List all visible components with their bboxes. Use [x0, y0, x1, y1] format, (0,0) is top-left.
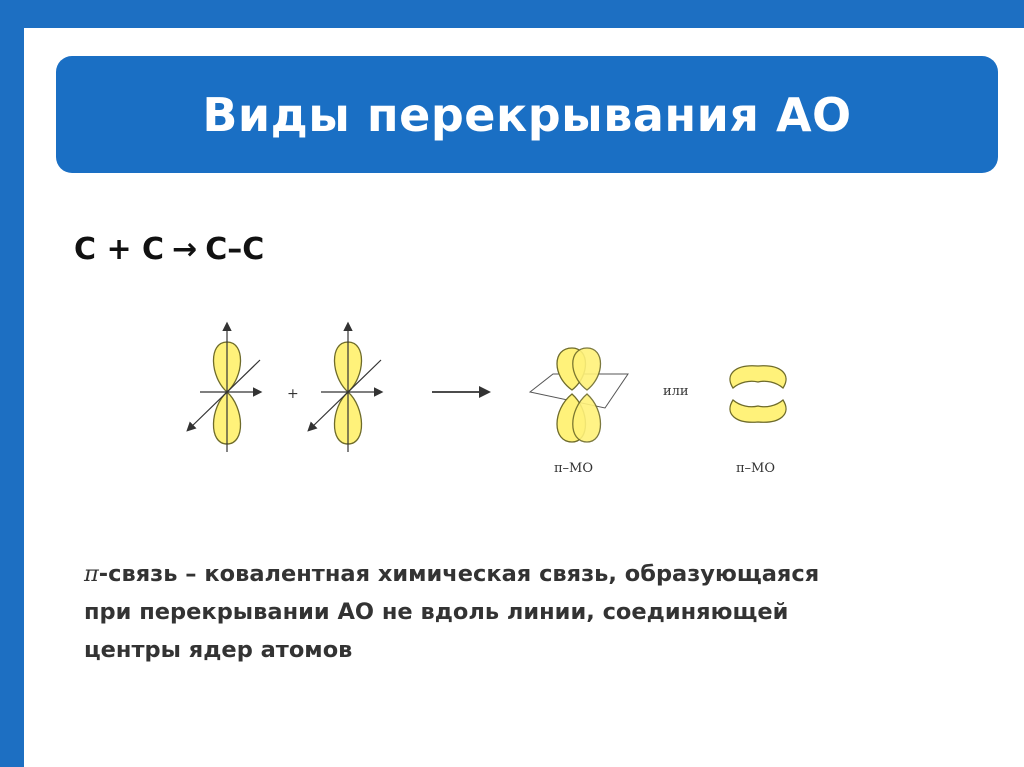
- mo-label-2: π–МО: [736, 461, 775, 476]
- pi-bond-definition: π-связь – ковалентная химическая связь, …: [84, 555, 964, 669]
- definition-line-2: при перекрывании АО не вдоль линии, соед…: [84, 599, 789, 625]
- definition-line-3: центры ядер атомов: [84, 637, 353, 663]
- definition-line-1: π-связь – ковалентная химическая связь, …: [84, 555, 964, 593]
- orbital-overlap-diagram: + или π–МО π–МО: [180, 312, 820, 480]
- equation-rhs: C–C: [205, 232, 265, 267]
- p-orbital-1: [186, 321, 263, 452]
- pi-symbol: π: [84, 561, 99, 587]
- slide-title: Виды перекрывания АО: [202, 87, 852, 142]
- equation-arrow: →: [172, 232, 198, 267]
- equation-lhs: C + C: [74, 232, 165, 267]
- reaction-equation: C + C → C–C: [74, 232, 264, 267]
- pi-mo-simplified: [729, 365, 787, 423]
- orbital-diagram-svg: + или π–МО π–МО: [186, 321, 787, 476]
- title-bar: Виды перекрывания АО: [56, 56, 998, 173]
- p-orbital-2: [307, 321, 384, 452]
- or-label: или: [663, 384, 689, 399]
- pi-mo-overlap: [528, 347, 629, 443]
- plus-label: +: [287, 386, 299, 402]
- mo-label-1: π–МО: [554, 461, 593, 476]
- definition-line-1-text: -связь – ковалентная химическая связь, о…: [98, 561, 820, 587]
